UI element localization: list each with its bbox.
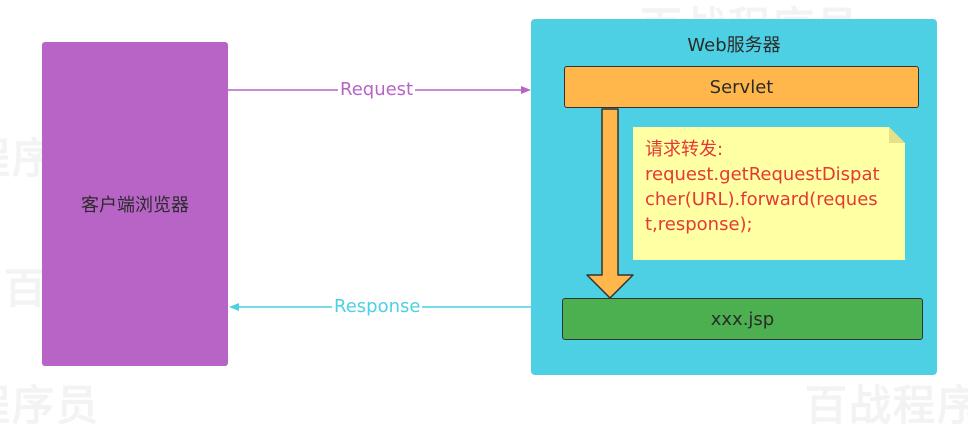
- client-browser-label: 客户端浏览器: [81, 195, 189, 216]
- request-arrow-head: [521, 86, 531, 94]
- forward-note: 请求转发: request.getRequestDispat cher(URL)…: [633, 127, 905, 260]
- jsp-box: xxx.jsp: [562, 298, 923, 340]
- jsp-label: xxx.jsp: [710, 308, 775, 330]
- request-label: Request: [338, 79, 416, 101]
- response-arrow-head: [229, 303, 239, 311]
- note-line: cher(URL).forward(reques: [645, 189, 878, 210]
- note-line: 请求转发:: [645, 139, 724, 160]
- forward-arrow: [586, 108, 634, 299]
- client-browser-box: 客户端浏览器: [42, 42, 228, 366]
- servlet-label: Servlet: [709, 76, 774, 98]
- note-line: request.getRequestDispat: [645, 164, 880, 185]
- servlet-box: Servlet: [564, 66, 919, 108]
- note-line: t,response);: [645, 214, 753, 235]
- response-label: Response: [332, 296, 423, 318]
- web-server-title: Web服务器: [687, 35, 781, 56]
